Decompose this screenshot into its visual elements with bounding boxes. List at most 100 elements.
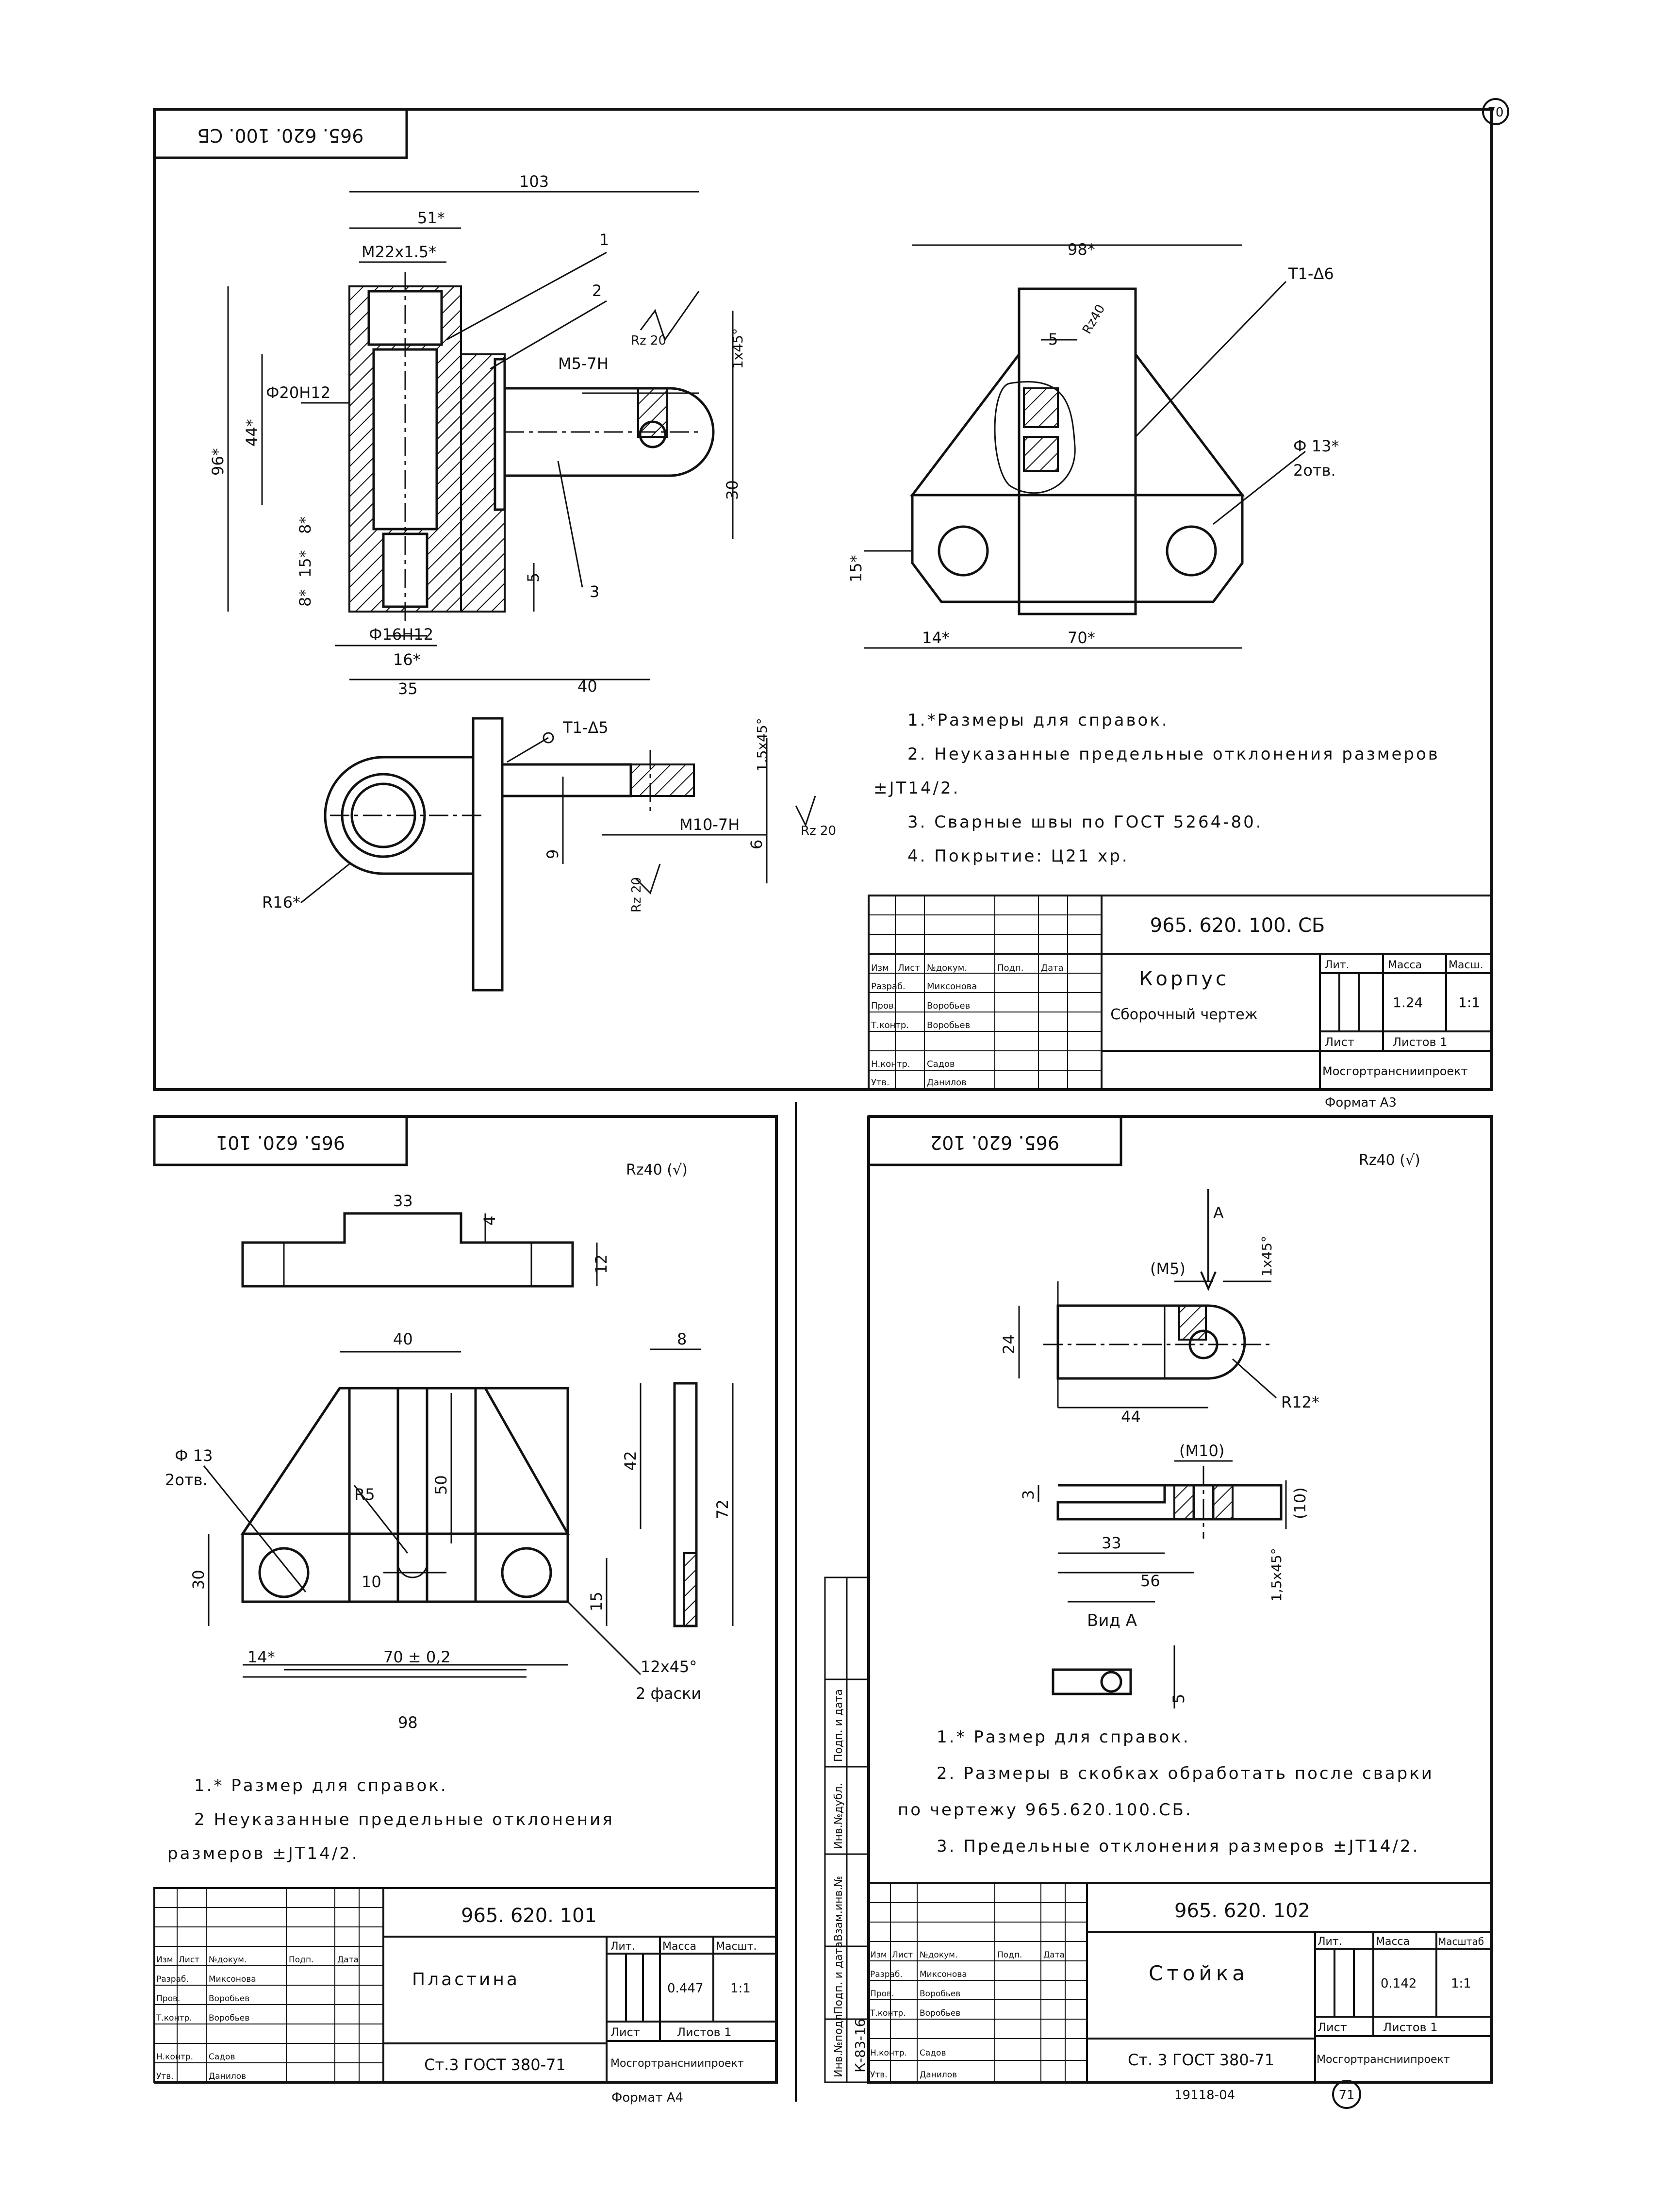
sheet-101-roughness: Rz40 (√) xyxy=(626,1161,688,1178)
rz-20-c: Rz 20 xyxy=(629,877,644,912)
dim-44: 44* xyxy=(243,419,261,447)
p-holes-2: 2отв. xyxy=(165,1471,208,1489)
sheet-102-stamp xyxy=(868,1882,1493,2083)
p-name-6: Данилов xyxy=(209,2072,246,2081)
tube-top xyxy=(324,756,475,875)
rz-40: Rz40 xyxy=(1080,302,1108,336)
s-name-6: Данилов xyxy=(920,2070,957,2080)
s-org: Мосгортрансниипроект xyxy=(1317,2054,1450,2066)
sheet-a3-stamp-text: 965. 620. 100. СБ Корпус Сборочный черте… xyxy=(871,914,1483,1088)
p-col-sign: Подп. xyxy=(289,1955,313,1965)
sheet-a3-code-box xyxy=(153,108,408,159)
s-col-doc: №докум. xyxy=(920,1950,957,1960)
a3-col-sign: Подп. xyxy=(997,963,1023,973)
s-chamfer-1x45: 1x45° xyxy=(1259,1236,1275,1277)
p-mass: 0.447 xyxy=(667,1981,703,1996)
p-dim-15: 15 xyxy=(587,1592,606,1611)
s-col-date: Дата xyxy=(1043,1950,1065,1960)
a3-scale-label: Масш. xyxy=(1449,959,1483,971)
p-role-3: Т.контр. xyxy=(156,2013,192,2023)
side-field-3: Взам.инв.№ xyxy=(833,1876,845,1941)
s-role-3: Т.контр. xyxy=(870,2008,906,2018)
a3-col-date: Дата xyxy=(1041,963,1064,973)
side-field-1: Инв.№подл xyxy=(833,2014,845,2077)
s-col-sign: Подп. xyxy=(997,1950,1022,1960)
dim-8b: 8* xyxy=(296,589,314,607)
p-sheet-label: Лист xyxy=(610,2025,640,2039)
dim-103: 103 xyxy=(519,172,549,191)
s-dim-56: 56 xyxy=(1140,1572,1160,1590)
s-dim-24: 24 xyxy=(1000,1334,1018,1354)
plate-edge xyxy=(472,717,504,992)
detail-callout xyxy=(994,381,1076,494)
sheet-a3-stamp xyxy=(868,895,1493,1091)
a3-note-3: 3. Сварные швы по ГОСТ 5264-80. xyxy=(907,813,1263,832)
arm-part-3 xyxy=(503,387,715,477)
s-scale-label: Масштаб xyxy=(1438,1936,1484,1947)
dim-r16: R16* xyxy=(262,893,300,912)
s-sheet-label: Лист xyxy=(1318,2021,1347,2034)
dim-6: 6 xyxy=(747,840,766,849)
p-material: Ст.3 ГОСТ 380-71 xyxy=(424,2056,566,2074)
p-note-2b: размеров ±JT14/2. xyxy=(167,1844,359,1863)
p-dim-42: 42 xyxy=(621,1451,640,1471)
s-note-2b: по чертежу 965.620.100.СБ. xyxy=(898,1800,1193,1820)
p-scale: 1:1 xyxy=(730,1981,751,1996)
sheet-102-code: 965. 620. 102 xyxy=(930,1132,1059,1153)
p-name-3: Воробьев xyxy=(209,2013,249,2023)
a3-note-2b: ±JT14/2. xyxy=(873,779,960,798)
p-dim-70: 70 ± 0,2 xyxy=(383,1648,451,1666)
a3-format: Формат А3 xyxy=(1325,1095,1397,1110)
side-field-5: Подп. и дата xyxy=(833,1689,845,1762)
p-note-1: 1.* Размер для справок. xyxy=(194,1776,448,1795)
p-dim-d13: Ф 13 xyxy=(175,1446,213,1465)
s-dim-5: 5 xyxy=(1169,1694,1188,1704)
s-note-2: 2. Размеры в скобках обработать после св… xyxy=(937,1764,1434,1783)
a3-lit-label: Лит. xyxy=(1325,959,1350,971)
p-dim-10: 10 xyxy=(362,1573,381,1591)
arm-top xyxy=(501,763,632,797)
arm-thread-section xyxy=(637,387,668,438)
p-dim-14: 14* xyxy=(247,1648,275,1666)
p-org: Мосгортрансниипроект xyxy=(610,2057,744,2070)
plate-hole-right xyxy=(501,1547,552,1598)
a3-name-1: Миксонова xyxy=(927,981,977,992)
a3-sheets-label: Листов 1 xyxy=(1393,1035,1448,1049)
s-dim-3: 3 xyxy=(1019,1490,1038,1500)
s-dim-33: 33 xyxy=(1102,1534,1121,1552)
p-col-izm: Изм xyxy=(156,1955,173,1965)
s-designation: 965. 620. 102 xyxy=(1174,1900,1310,1922)
p-dim-98: 98 xyxy=(398,1713,418,1732)
s-dim-r12: R12* xyxy=(1281,1393,1319,1411)
plate-hole-left xyxy=(258,1547,310,1598)
s-role-6: Утв. xyxy=(870,2070,888,2080)
corpus-front-dims: 98* T1-Δ6 Rz40 5 Ф 13* 2отв. 15* 14* 70* xyxy=(847,240,1339,647)
a3-name-3: Воробьев xyxy=(927,1020,970,1030)
s-view-a-label: Вид А xyxy=(1087,1611,1137,1630)
chamfer-1-5x45: 1.5x45° xyxy=(754,718,770,772)
dim-70: 70* xyxy=(1068,629,1095,647)
sheet-101-notes: 1.* Размер для справок. 2 Неуказанные пр… xyxy=(167,1776,612,1863)
s-lit-label: Лит. xyxy=(1318,1936,1342,1948)
dim-5: 5 xyxy=(524,573,543,582)
s-name-5: Садов xyxy=(920,2048,946,2058)
stand-bottom-view xyxy=(1056,1484,1283,1521)
p-designation: 965. 620. 101 xyxy=(461,1905,597,1927)
dim-9: 9 xyxy=(544,849,562,859)
s-dim-m10: (M10) xyxy=(1179,1442,1224,1460)
dim-m22: M22x1.5* xyxy=(362,243,436,261)
side-field-4: Инв.№дубл. xyxy=(833,1783,845,1849)
a3-scale: 1:1 xyxy=(1458,995,1480,1011)
s-dim-10: (10) xyxy=(1291,1487,1309,1519)
dim-15: 15* xyxy=(296,550,314,578)
p-dim-12: 12 xyxy=(592,1254,610,1274)
s-name-1: Миксонова xyxy=(920,1970,967,1979)
corpus-section-view xyxy=(227,191,734,680)
a3-mass: 1.24 xyxy=(1393,995,1423,1011)
p-role-6: Утв. xyxy=(156,2072,174,2081)
dim-30: 30 xyxy=(723,480,741,500)
s-name-2: Воробьев xyxy=(920,1989,960,1999)
gussets xyxy=(909,350,1245,497)
sheet-102-stamp-text: 965. 620. 102 Стойка Ст. 3 ГОСТ 380-71 Л… xyxy=(870,1900,1484,2080)
bottom-code: 19118-04 xyxy=(1174,2088,1235,2103)
